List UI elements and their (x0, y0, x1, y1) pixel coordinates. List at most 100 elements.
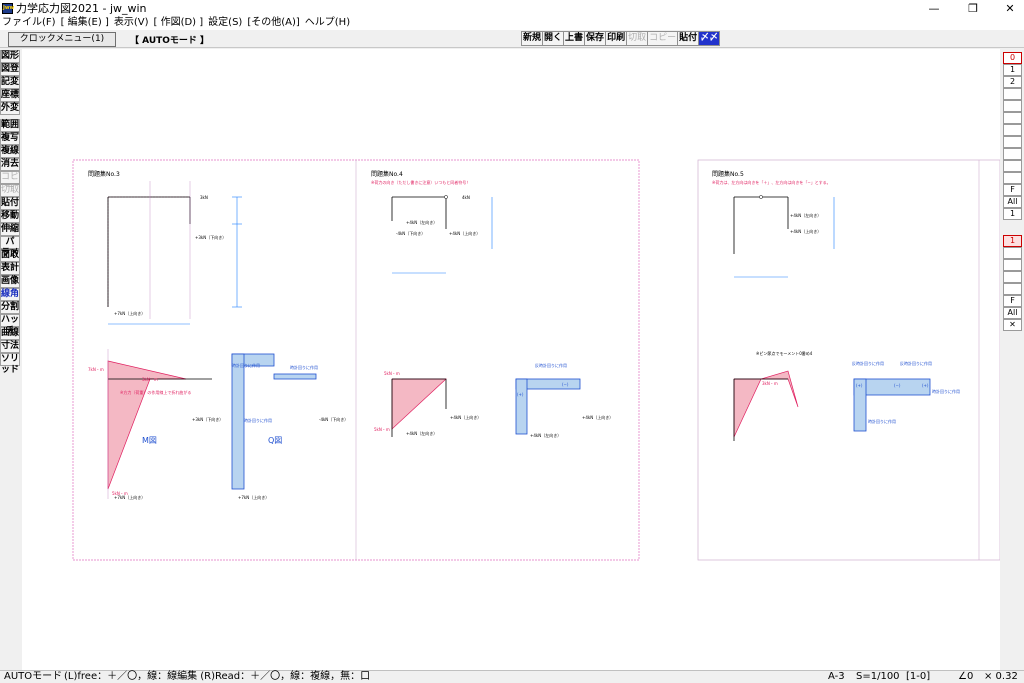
tool-line-angle[interactable]: 線角 (0, 288, 20, 301)
copy-button[interactable]: コピー (647, 31, 679, 46)
selection-mode-button[interactable]: 〆〆 (698, 31, 721, 46)
mode-indicator: 【 AUTOモード 】 (130, 36, 210, 46)
tool-copy-move[interactable]: 複写 (0, 132, 20, 145)
menu-file[interactable]: ファイル(F) (2, 17, 56, 28)
tool-external-change[interactable]: 外変 (0, 102, 20, 115)
tool-stretch[interactable]: 伸縮 (0, 223, 20, 236)
tool-solid[interactable]: ソリッド (0, 353, 20, 375)
layer-group-2[interactable]: 2 (1003, 76, 1022, 88)
tool-curve[interactable]: 曲線 (0, 327, 20, 340)
layer-f[interactable]: F (1003, 295, 1022, 307)
menu-edit[interactable]: [ 編集(E) ] (60, 17, 109, 28)
tool-figure-register[interactable]: 図登 (0, 63, 20, 76)
panel1-moment-value: 7kN・m (88, 367, 104, 372)
tool-parametric[interactable]: パラメ (0, 236, 20, 258)
layer-cell[interactable] (1003, 136, 1022, 148)
panel2-down: -4kN（下向き） (396, 230, 425, 236)
layer-cell[interactable] (1003, 283, 1022, 295)
clock-menu-button[interactable]: クロックメニュー(1) (8, 32, 116, 47)
layer-1[interactable]: 1 (1003, 235, 1022, 247)
close-button[interactable]: ✕ (1005, 1, 1015, 15)
status-bar: AUTOモード (L)free：＋／〇，線：線編集 (R)Read：＋／〇，線：… (0, 670, 1024, 683)
tool-copy[interactable]: コピー (0, 171, 20, 193)
layer-cell[interactable] (1003, 100, 1022, 112)
panel2-frame-diagram (391, 195, 493, 274)
layer-cell[interactable] (1003, 112, 1022, 124)
tool-move[interactable]: 移動 (0, 210, 20, 223)
panel2-shear-ccw: 反時計回りに作用 (535, 362, 567, 368)
panel2-note: ※荷力の向き（ただし書きに注意）いつもと同者符号！ (371, 179, 470, 185)
status-hint: (L)free：＋／〇，線：線編集 (R)Read：＋／〇，線：複線，無：口 (64, 671, 371, 682)
layer-panel: 0 1 2 F All 1 1 F All ✕ (1001, 49, 1024, 670)
layer-group-1[interactable]: 1 (1003, 64, 1022, 76)
open-button[interactable]: 開く (542, 31, 565, 46)
overwrite-button[interactable]: 上書 (563, 31, 586, 46)
tool-table-calc[interactable]: 表計 (0, 262, 20, 275)
menu-settings[interactable]: 設定(S) (208, 17, 243, 28)
maximize-button[interactable]: ❐ (968, 1, 978, 15)
tool-erase[interactable]: 消去 (0, 158, 20, 171)
panel1-reaction-label: +7kN（上向き） (114, 310, 145, 316)
print-button[interactable]: 印刷 (605, 31, 628, 46)
layer-cell[interactable] (1003, 247, 1022, 259)
tool-hatch[interactable]: ハッチ (0, 314, 20, 336)
status-paper[interactable]: A-3 (828, 671, 845, 682)
status-angle[interactable]: ∠0 (958, 671, 974, 682)
panel3-shear-ccw: 反時計回りに作用 (852, 360, 884, 366)
title-bar: Jww 力学応力図2021 - jw_win — ❐ ✕ (0, 0, 1024, 16)
tool-coordinates[interactable]: 座標 (0, 89, 20, 102)
panel2-shear-column (515, 378, 528, 435)
tool-symbol-change[interactable]: 記変 (0, 76, 20, 89)
status-scale[interactable]: S=1/100 (856, 671, 900, 682)
panel3-shear-cw2: 時計回りに作用 (932, 388, 960, 394)
panel1-moment-value2: 3kN・m (142, 377, 158, 382)
layer-cell[interactable] (1003, 160, 1022, 172)
status-layer[interactable]: [1-0] (906, 671, 931, 682)
tool-cut[interactable]: 切取 (0, 184, 20, 197)
left-tool-bar: 図形 図登 記変 座標 外変 範囲 複写 複線 消去 コピー 切取 貼付 移動 … (0, 50, 21, 375)
panel2-force: 4kN (462, 195, 470, 200)
app-icon[interactable]: Jww (2, 2, 14, 14)
layer-cell[interactable] (1003, 88, 1022, 100)
panel3-frame-diagram (733, 195, 835, 278)
tool-figure[interactable]: 図形 (0, 50, 20, 63)
tool-divide[interactable]: 分割 (0, 301, 20, 314)
tool-paste[interactable]: 貼付 (0, 197, 20, 210)
panel3-shear-minus: (−) (894, 383, 901, 388)
save-button[interactable]: 保存 (584, 31, 607, 46)
new-button[interactable]: 新規 (521, 31, 544, 46)
menu-other[interactable]: [その他(A)] (247, 17, 300, 28)
panel1-shear-cw: 時計回りに作用 (232, 362, 260, 368)
minimize-button[interactable]: — (928, 1, 940, 15)
layer-group-f[interactable]: F (1003, 184, 1022, 196)
status-zoom[interactable]: × 0.32 (984, 671, 1018, 682)
layer-group-all[interactable]: All (1003, 196, 1022, 208)
panel3-left: +4kN（左向き） (790, 212, 821, 218)
layer-all[interactable]: All (1003, 307, 1022, 319)
paste-button[interactable]: 貼付 (677, 31, 700, 46)
layer-cell[interactable] (1003, 124, 1022, 136)
menu-view[interactable]: 表示(V) (113, 17, 149, 28)
panel1-frame-diagram (107, 181, 242, 325)
cut-button[interactable]: 切取 (626, 31, 649, 46)
tool-image[interactable]: 画像 (0, 275, 20, 288)
tool-dimension[interactable]: 寸法 (0, 340, 20, 353)
tool-chamfer[interactable]: 面取 (0, 249, 20, 262)
layer-group-0[interactable]: 0 (1003, 52, 1022, 64)
layer-cell[interactable] (1003, 271, 1022, 283)
panel1-shear-beam (273, 373, 317, 380)
menu-help[interactable]: ヘルプ(H) (304, 17, 351, 28)
layer-cell[interactable] (1003, 259, 1022, 271)
layer-cell[interactable] (1003, 148, 1022, 160)
layer-close-icon[interactable]: ✕ (1003, 319, 1022, 331)
layer-cell[interactable] (1003, 172, 1022, 184)
panel1-shear-column (231, 353, 245, 490)
panel2-reaction: +4kN（上向き） (449, 230, 480, 236)
panel1-shear-cw2: 時計回りに作用 (290, 364, 318, 370)
tool-offset-line[interactable]: 複線 (0, 145, 20, 158)
drawing-canvas[interactable]: 問題集No.3 3kN +3kN（下向き） +7kN（上向き） (22, 49, 1001, 670)
menu-draw[interactable]: [ 作図(D) ] (153, 17, 204, 28)
toolbar: クロックメニュー(1) 【 AUTOモード 】 新規 開く 上書 保存 印刷 切… (0, 30, 1024, 48)
tool-range[interactable]: 範囲 (0, 119, 20, 132)
layer-group-number[interactable]: 1 (1003, 208, 1022, 220)
